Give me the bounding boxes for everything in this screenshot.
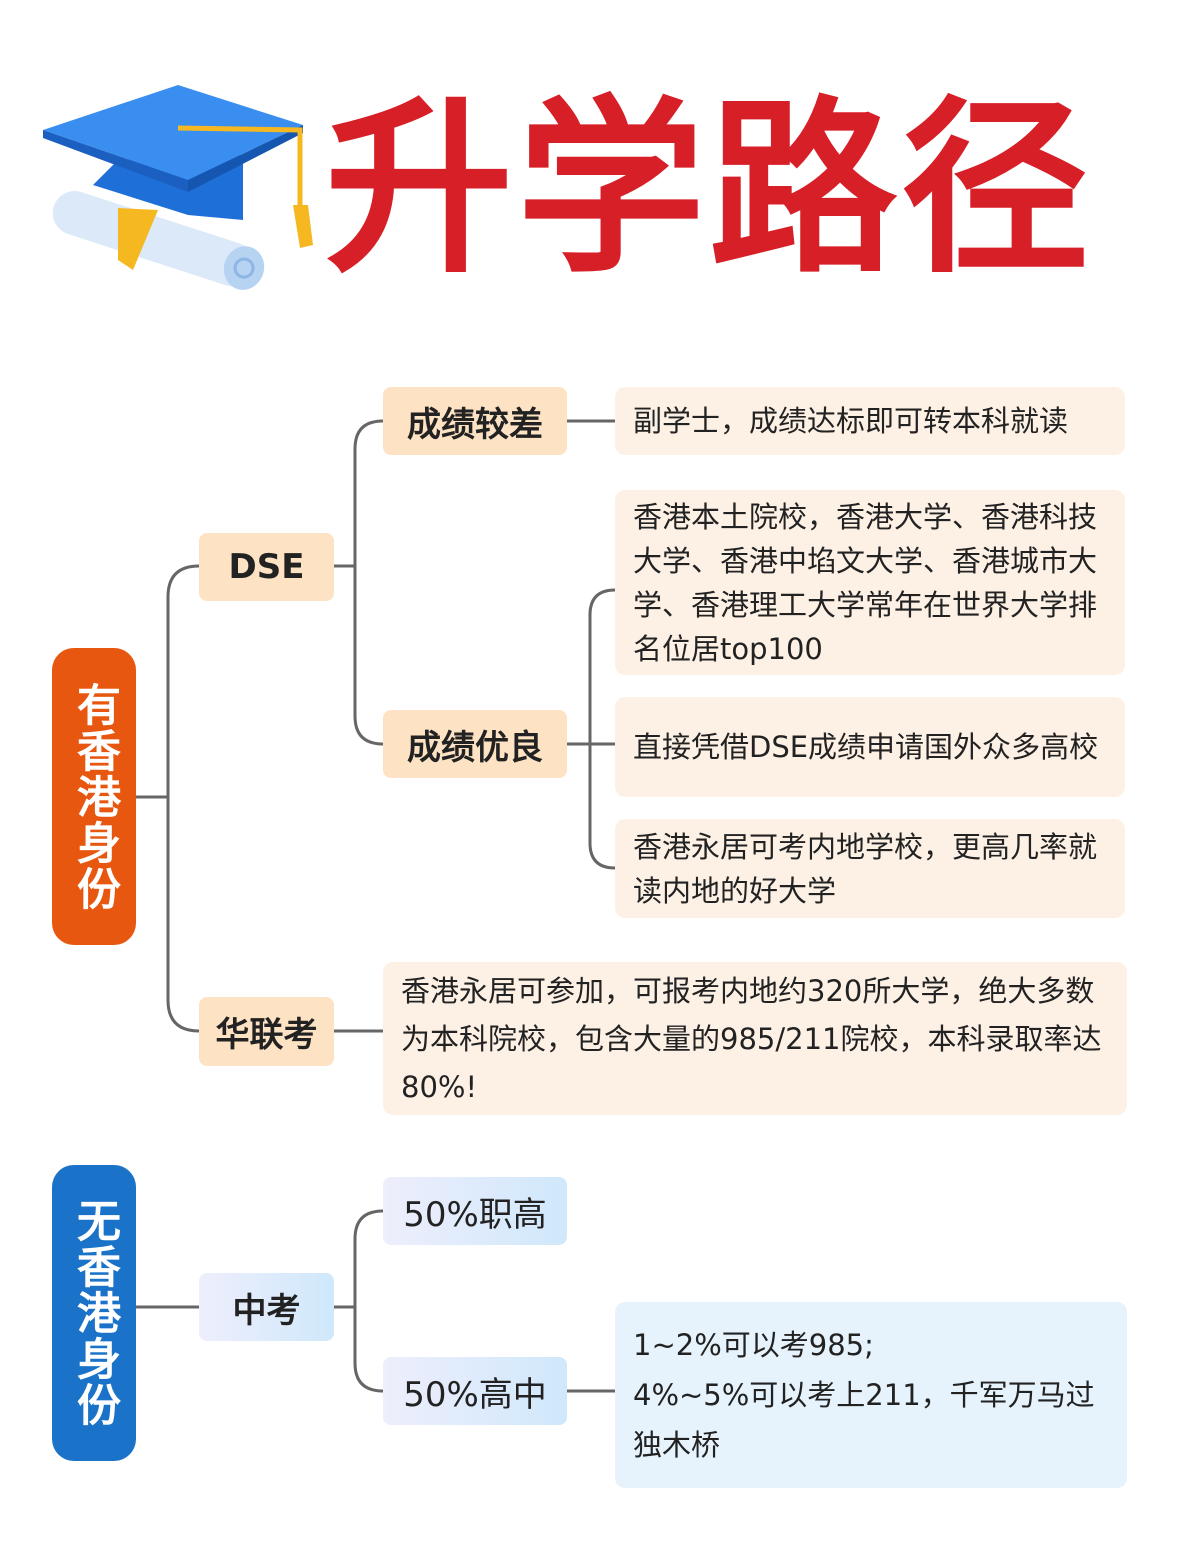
graduation-cap-diploma-icon <box>38 80 318 295</box>
connector <box>353 1209 384 1393</box>
leaf-poor-detail: 副学士，成绩达标即可转本科就读 <box>615 387 1125 455</box>
connector <box>166 564 200 1033</box>
leaf-good-detail: 香港本土院校，香港大学、香港科技大学、香港中埳文大学、香港城市大学、香港理工大学… <box>615 490 1125 675</box>
leaf-hualian-detail: 香港永居可参加，可报考内地约320所大学，绝大多数为本科院校，包含大量的985/… <box>383 962 1127 1115</box>
node-highschool: 50%高中 <box>383 1357 567 1425</box>
node-good-grades: 成绩优良 <box>383 710 567 778</box>
root-non-hk-identity: 无香港身份 <box>52 1165 136 1461</box>
node-vocational: 50%职高 <box>383 1177 567 1245</box>
node-dse: DSE <box>199 533 334 601</box>
leaf-good-detail: 直接凭借DSE成绩申请国外众多高校 <box>615 697 1125 797</box>
node-zhongkao: 中考 <box>199 1273 334 1341</box>
leaf-good-detail: 香港永居可考内地学校，更高几率就读内地的好大学 <box>615 819 1125 918</box>
node-poor-grades: 成绩较差 <box>383 387 567 455</box>
connector <box>588 588 616 870</box>
node-hualian: 华联考 <box>199 997 334 1066</box>
leaf-highschool-detail: 1~2%可以考985; 4%~5%可以考上211，千军万马过独木桥 <box>615 1302 1127 1488</box>
connector <box>353 419 384 746</box>
page-title: 升学路径 <box>325 80 1093 299</box>
root-hk-identity: 有香港身份 <box>52 648 136 945</box>
